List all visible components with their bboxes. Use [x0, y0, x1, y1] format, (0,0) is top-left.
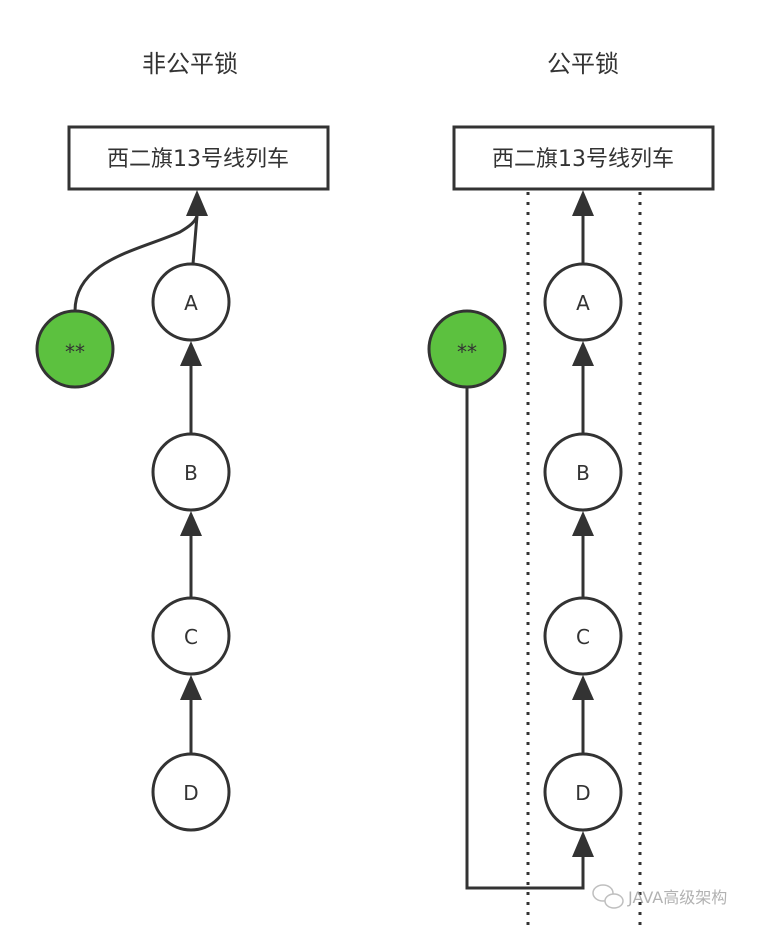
edge-a-to-train-left — [191, 215, 199, 265]
arrowhead-newcomer-to-d — [572, 831, 594, 857]
node-d-right-label: D — [575, 781, 590, 805]
edge-newcomer-to-tail — [465, 387, 585, 890]
node-a-right-label: A — [576, 291, 590, 315]
edge-newcomer-cut-in — [73, 215, 199, 312]
fair-lock-title: 公平锁 — [547, 50, 619, 78]
arrowhead-c-to-b-left — [180, 511, 202, 536]
wechat-icon — [592, 884, 624, 909]
unfair-lock-panel: 非公平锁 西二旗13号线列车 A ** B C D — [35, 50, 330, 832]
node-b-right — [543, 432, 623, 512]
arrowhead-b-to-a-right — [572, 341, 594, 366]
train-label-right: 西二旗13号线列车 — [492, 147, 674, 172]
node-a-left-label: A — [184, 291, 198, 315]
arrowhead-to-train-left — [186, 190, 208, 216]
node-d-left-label: D — [183, 781, 198, 805]
newcomer-node-left — [35, 309, 115, 389]
node-a-left — [151, 262, 231, 342]
node-b-left-label: B — [184, 461, 198, 485]
node-c-left-label: C — [184, 625, 198, 649]
node-c-left — [151, 596, 231, 676]
node-d-left — [151, 752, 231, 832]
watermark: JAVA高级架构 — [592, 884, 727, 909]
train-box-left — [67, 125, 330, 191]
newcomer-right-label: ** — [457, 340, 477, 364]
fair-lock-panel: 公平锁 西二旗13号线列车 A B C D ** — [427, 50, 715, 930]
arrowhead-to-train-right — [572, 190, 594, 216]
arrowhead-c-to-b-right — [572, 511, 594, 536]
node-c-right-label: C — [576, 625, 590, 649]
node-d-right — [543, 752, 623, 832]
node-b-left — [151, 432, 231, 512]
train-box-right — [452, 125, 715, 191]
node-b-right-label: B — [576, 461, 590, 485]
arrowhead-d-to-c-left — [180, 675, 202, 700]
node-c-right — [543, 596, 623, 676]
arrowhead-b-to-a-left — [180, 341, 202, 366]
arrowhead-d-to-c-right — [572, 675, 594, 700]
watermark-text: JAVA高级架构 — [627, 888, 727, 907]
node-a-right — [543, 262, 623, 342]
train-label-left: 西二旗13号线列车 — [107, 147, 289, 172]
newcomer-left-label: ** — [65, 340, 85, 364]
unfair-lock-title: 非公平锁 — [142, 50, 238, 78]
